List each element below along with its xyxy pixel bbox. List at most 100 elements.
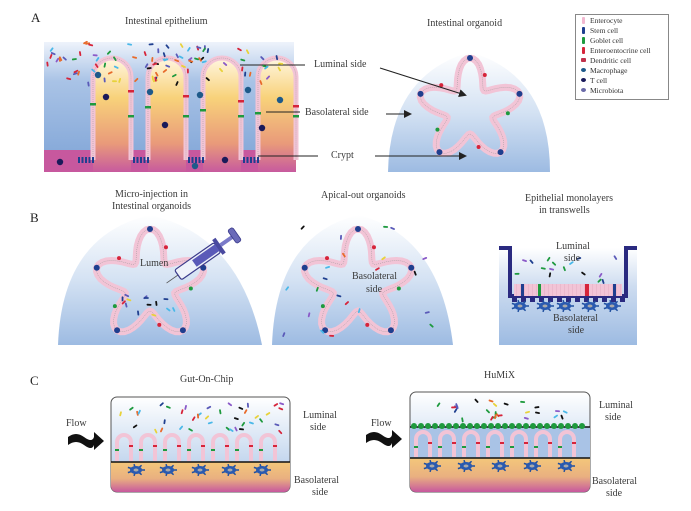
flow-arrow-icon: [68, 432, 104, 450]
stem-cell: [136, 157, 139, 163]
legend-label: Macrophage: [590, 65, 628, 75]
microbe: [259, 80, 263, 85]
microbe: [191, 416, 196, 421]
stem-cell: [93, 264, 100, 271]
humix-baso-line2: side: [606, 488, 623, 499]
microbe: [83, 40, 88, 45]
microbe: [72, 72, 78, 76]
goblet-cell: [558, 446, 562, 448]
microbe: [244, 71, 247, 77]
microbe: [88, 43, 94, 47]
microbe: [175, 81, 179, 86]
microbe: [598, 273, 603, 278]
microbe: [461, 417, 464, 423]
microbe: [132, 56, 138, 59]
enteroendocrine-cell: [476, 145, 481, 150]
epithelium-title: Intestinal epithelium: [125, 16, 208, 27]
gut-on-chip-device: [110, 396, 291, 493]
microbe: [198, 57, 202, 62]
microbe: [124, 293, 130, 298]
humix-luminal-line2: side: [605, 412, 622, 423]
goblet-cell: [462, 446, 466, 448]
microbe: [339, 234, 342, 240]
stem-cell: [88, 157, 91, 163]
goblet-cell: [112, 304, 117, 309]
microbe: [206, 405, 212, 410]
nucleus: [542, 304, 548, 308]
microbe: [260, 56, 265, 61]
legend-label: Dendritic cell: [590, 55, 632, 65]
microbe: [146, 67, 152, 70]
microbe: [525, 410, 530, 414]
goblet-cell: [145, 106, 151, 109]
microbe: [165, 405, 171, 409]
microbe: [154, 76, 157, 82]
microbe: [66, 77, 72, 81]
goblet-cell: [128, 115, 134, 118]
goblet-cell: [238, 115, 244, 118]
enteroendocrine-cell: [482, 72, 487, 77]
enteroendocrine-cell: [128, 90, 134, 93]
microbe: [113, 65, 119, 69]
microbe: [207, 421, 213, 425]
microbe: [171, 73, 177, 78]
humix-baso-line1: Basolateral: [592, 476, 637, 487]
enteroendocrine-cell-icon: [580, 46, 587, 54]
stem-cell: [143, 157, 146, 163]
microbe: [282, 332, 286, 337]
microbe: [119, 411, 122, 417]
microbe: [429, 323, 434, 328]
nucleus: [517, 304, 523, 308]
microbe: [494, 414, 497, 420]
legend-label: Microbiota: [590, 85, 624, 95]
goblet-cell: [320, 304, 325, 309]
stem-cell: [195, 157, 197, 163]
enteroendocrine-cell: [325, 256, 330, 261]
stem-cell: [133, 157, 135, 163]
membrane-pore-wall: [512, 296, 517, 302]
stem-cell: [257, 157, 259, 163]
stem-cell: [198, 157, 201, 163]
microbe: [233, 417, 239, 421]
microbe: [560, 414, 564, 420]
microbe: [274, 423, 280, 427]
microbe: [186, 68, 189, 74]
microbe: [107, 71, 113, 75]
microbe: [523, 416, 529, 420]
goblet-cell-icon: [580, 36, 587, 44]
microbe: [336, 294, 342, 298]
microbe: [238, 406, 244, 410]
microbe: [277, 66, 281, 72]
microbe: [49, 54, 53, 59]
goblet-cell: [259, 449, 263, 451]
mucus-layer-bump: [558, 423, 564, 429]
microbe: [227, 402, 233, 407]
crypt-label: Crypt: [331, 150, 354, 161]
chip-villus: [414, 430, 432, 457]
microbe: [254, 415, 259, 419]
mucus-layer-bump: [495, 423, 501, 429]
mucus-layer-bump: [460, 423, 466, 429]
legend-item: Stem cell: [576, 25, 668, 35]
microbe: [127, 43, 133, 46]
enterocyte-icon: [580, 16, 587, 24]
microbe: [390, 226, 395, 230]
microbe: [143, 297, 149, 299]
microbe: [300, 225, 305, 230]
microbe: [160, 427, 164, 433]
membrane-pore-wall: [584, 296, 589, 302]
microbe: [113, 56, 117, 61]
mucus-layer-bump: [537, 423, 543, 429]
legend-label: Goblet cell: [590, 35, 624, 45]
stem-cell: [179, 327, 186, 334]
chip-villus: [486, 430, 504, 457]
microbe: [357, 308, 361, 314]
mucus-layer-bump: [425, 423, 431, 429]
mucus-layer-bump: [488, 423, 494, 429]
microbiota-icon: [580, 88, 587, 92]
stem-cell: [246, 157, 249, 163]
transwell-baso-line1: Basolateral: [553, 313, 598, 324]
stem-cell: [191, 157, 194, 163]
mucus-layer-bump: [579, 423, 585, 429]
goblet-cell: [534, 446, 538, 448]
